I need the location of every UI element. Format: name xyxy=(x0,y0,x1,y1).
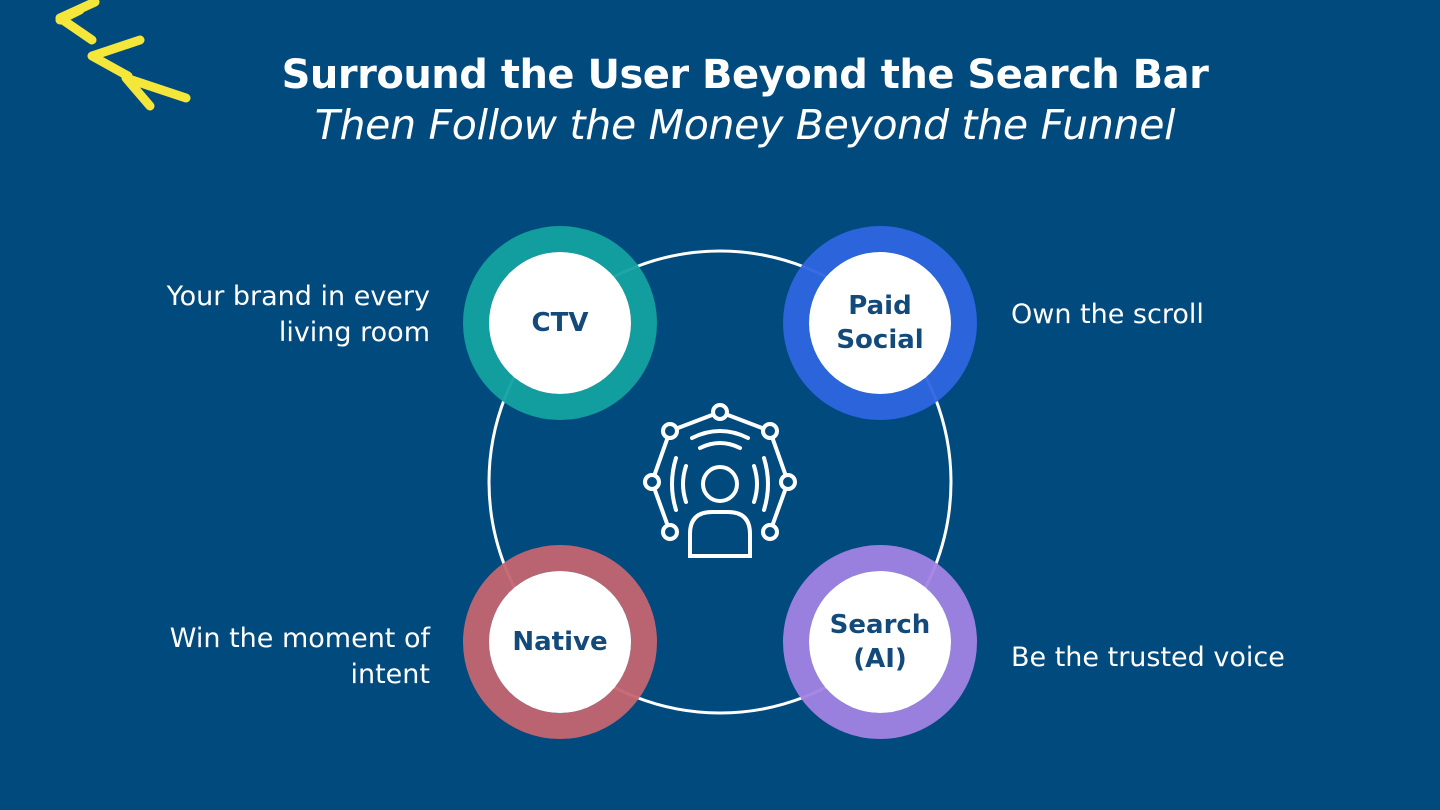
connecting-ring xyxy=(487,249,953,715)
yellow-chevrons-icon xyxy=(55,0,191,111)
node-label-paid-social: Paid Social xyxy=(836,291,924,355)
node-label-native: Native xyxy=(512,627,608,657)
description-ctv: Your brand in every living room xyxy=(166,281,430,348)
node-ctv xyxy=(463,226,657,420)
description-search-ai: Be the trusted voice xyxy=(1011,642,1285,673)
node-search-ai xyxy=(783,545,977,739)
description-paid-social: Own the scroll xyxy=(1011,299,1204,330)
node-paid-social xyxy=(783,226,977,420)
description-native: Win the moment of intent xyxy=(169,623,430,690)
page-title: Surround the User Beyond the Search Bar xyxy=(281,52,1209,98)
node-label-search-ai: Search (AI) xyxy=(829,610,931,674)
user-broadcast-network-icon xyxy=(643,403,797,558)
node-native xyxy=(463,545,657,739)
node-label-ctv: CTV xyxy=(531,308,589,338)
page-subtitle: Then Follow the Money Beyond the Funnel xyxy=(314,101,1176,149)
